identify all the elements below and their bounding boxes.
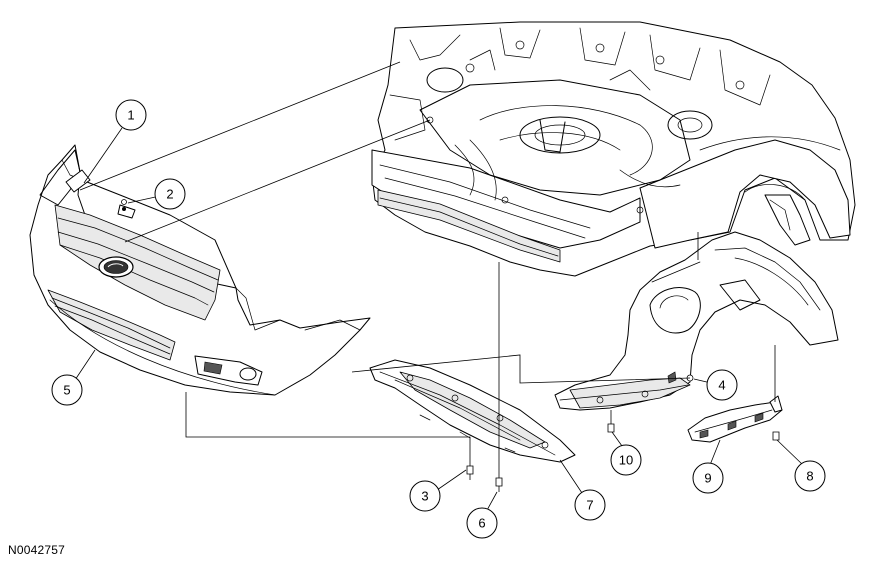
callout-10-label: 10 [619, 453, 633, 468]
fastener-8-icon [772, 431, 780, 441]
callout-2-label: 2 [166, 187, 173, 202]
callout-2: 2 [154, 178, 186, 210]
callout-8-label: 8 [806, 469, 813, 484]
callout-9-label: 9 [704, 471, 711, 486]
front-bumper-cover [29, 144, 371, 396]
callout-10: 10 [610, 444, 642, 476]
callout-4-label: 4 [718, 378, 725, 393]
wheel-well-splash-shield [554, 231, 839, 411]
callout-8: 8 [794, 460, 826, 492]
fastener-10-icon [607, 423, 615, 433]
bumper-bracket [687, 395, 783, 443]
callout-6: 6 [466, 507, 498, 539]
callout-5-label: 5 [63, 383, 70, 398]
fasteners [121, 199, 780, 492]
callout-1-label: 1 [127, 108, 134, 123]
callout-3: 3 [409, 480, 441, 512]
callout-1: 1 [115, 99, 147, 131]
callout-9: 9 [692, 462, 724, 494]
figure-id: N0042757 [8, 543, 65, 557]
callout-5: 5 [51, 374, 83, 406]
callout-leaders [74, 127, 804, 513]
callout-6-label: 6 [478, 516, 485, 531]
callout-7-label: 7 [586, 498, 593, 513]
callout-4: 4 [706, 369, 738, 401]
assembly-lines [79, 61, 776, 478]
lower-splash-shield [369, 359, 576, 463]
callout-7: 7 [574, 489, 606, 521]
fastener-3-icon [466, 465, 474, 480]
fastener-2-icon [121, 199, 127, 205]
vehicle-front-structure [371, 21, 856, 277]
fastener-6-icon [495, 477, 503, 492]
callout-3-label: 3 [421, 489, 428, 504]
